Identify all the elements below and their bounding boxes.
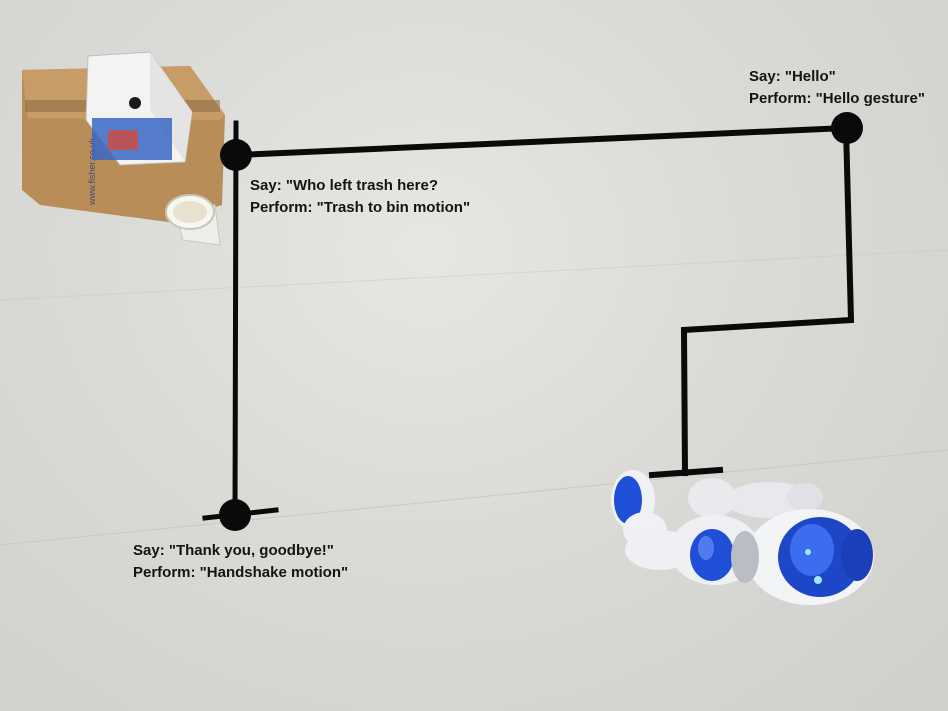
floor-seams [0,249,948,546]
waypoint-goodbye-marker [219,499,251,531]
waypoint-trash-marker [220,139,252,171]
waypoint-hello-say: Say: "Hello" [749,68,836,85]
paper-cup [165,194,221,246]
waypoint-goodbye-perform: Perform: "Handshake motion" [133,564,349,581]
waypoint-hello-perform: Perform: "Hello gesture" [749,90,925,107]
waypoint-trash-label: Say: "Who left trash here? Perform: "Tra… [250,175,470,219]
waypoint-goodbye-say: Say: "Thank you, goodbye!" [133,542,334,559]
svg-text:www.fisher.co.uk: www.fisher.co.uk [87,137,97,206]
waypoint-markers [219,112,863,531]
waypoint-goodbye-label: Say: "Thank you, goodbye!" Perform: "Han… [133,540,348,584]
waypoint-trash-say: Say: "Who left trash here? [250,177,438,194]
waypoint-hello-marker [831,112,863,144]
waypoint-hello-label: Say: "Hello" Perform: "Hello gesture" [749,66,925,110]
white-box [85,51,193,166]
nao-robot [611,470,874,605]
waypoint-trash-perform: Perform: "Trash to bin motion" [250,199,471,216]
